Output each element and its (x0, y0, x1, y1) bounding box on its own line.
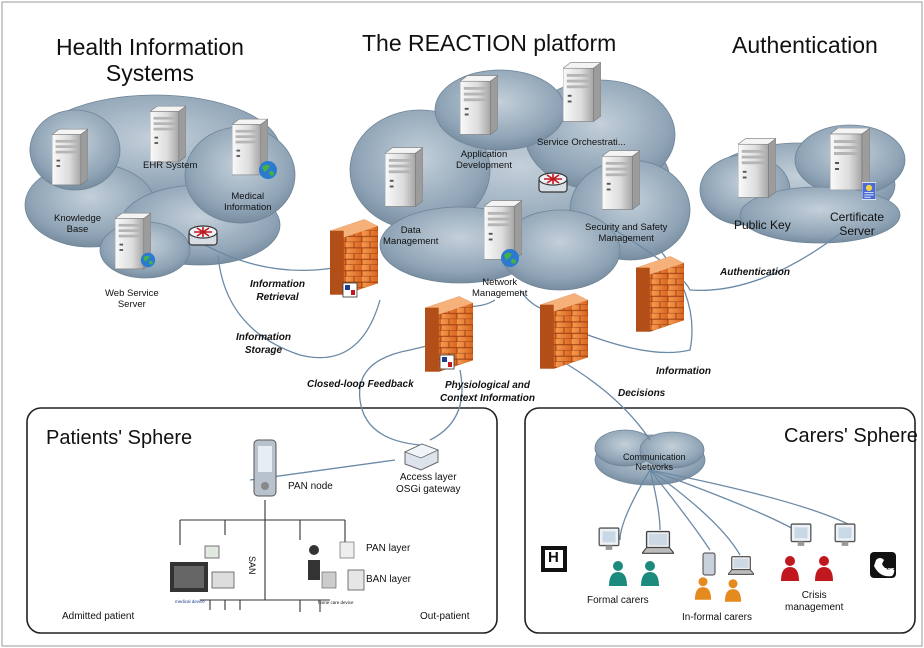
network-management-label: Network Management (472, 277, 528, 299)
informal-carers-label: In-formal carers (682, 612, 753, 623)
firewall-carers-icon (540, 293, 588, 369)
comm-cloud (594, 429, 706, 486)
pan-node-device-icon (253, 439, 277, 497)
hospital-letter: H (548, 549, 559, 566)
ehr-system-label: EHR System (143, 160, 198, 171)
out-patient-label: Out-patient (420, 611, 470, 622)
sos-phone-icon (870, 552, 896, 578)
application-development-label: Application Development (456, 149, 512, 171)
platform-router-icon (538, 172, 568, 193)
access-gateway-icon (403, 443, 440, 471)
certificate-icon (862, 182, 876, 200)
information-storage-label: Information Storage (236, 332, 291, 356)
home-care-device-caption: home care device (318, 600, 354, 605)
data-management-server-icon (385, 147, 423, 207)
data-management-label: Data Management (383, 225, 439, 247)
status-badge-icon (439, 354, 455, 370)
security-management-server-icon (602, 150, 640, 210)
patients-sphere-box (26, 407, 498, 634)
firewall-auth-icon (636, 256, 684, 332)
hospital-icon (541, 546, 567, 572)
globe-icon (259, 161, 277, 179)
ehr-system-server-icon (150, 105, 186, 163)
knowledge-base-server-icon (52, 128, 88, 186)
certificate-server-label: Certificate Server (830, 210, 885, 238)
carers-sphere-title: Carers' Sphere (784, 425, 918, 447)
information-flow-label: Information (656, 366, 711, 377)
globe-icon (501, 249, 519, 267)
carers-sphere-box (524, 407, 916, 634)
closed-loop-feedback-label: Closed-loop Feedback (307, 379, 414, 390)
decisions-label: Decisions (618, 388, 666, 399)
security-management-label: Security and Safety Management (585, 222, 668, 244)
web-service-server-label: Web Service Server (105, 288, 159, 310)
certificate-server-icon (830, 128, 870, 190)
service-orchestration-label: Service Orchestrati... (537, 137, 626, 148)
public-key-server-icon (738, 138, 776, 198)
pda-icon (702, 552, 716, 576)
patients-sphere-title: Patients' Sphere (46, 427, 193, 449)
knowledge-base-label: Knowledge Base (54, 213, 102, 235)
medical-information-label: Medical Information (224, 191, 272, 213)
globe-icon (140, 252, 156, 268)
medical-device-caption: medical device (175, 599, 205, 604)
pan-layer-label: PAN layer (366, 543, 411, 554)
information-retrieval-label: Information Retrieval (250, 279, 305, 303)
status-badge-icon (342, 282, 358, 298)
crisis-management-label: Crisis management (785, 590, 844, 613)
public-key-label: Public Key (734, 218, 791, 232)
auth-title: Authentication (732, 32, 878, 58)
medical-devices-icon (170, 541, 365, 592)
network-management-server-icon (484, 200, 522, 260)
service-orchestration-server-icon (563, 62, 601, 122)
access-layer-label: Access layer OSGi gateway (396, 472, 461, 495)
application-development-server-icon (460, 75, 498, 135)
physiological-context-label: Physiological and Context Information (440, 380, 535, 404)
sos-label: SOS (884, 568, 895, 574)
laptop-icon (642, 530, 674, 554)
laptop-icon (728, 556, 754, 575)
ban-layer-label: BAN layer (366, 574, 412, 585)
admitted-patient-label: Admitted patient (62, 611, 135, 622)
his-title: Health Information Systems (56, 34, 244, 86)
authentication-flow-label: Authentication (720, 267, 790, 278)
communication-networks-label: Communication Networks (623, 452, 686, 472)
platform-title: The REACTION platform (362, 30, 617, 56)
san-label: SAN (247, 556, 257, 575)
his-router-icon (188, 225, 218, 246)
san-tree-lines (179, 500, 346, 612)
pan-node-label: PAN node (288, 481, 333, 492)
formal-carers-label: Formal carers (587, 595, 649, 606)
